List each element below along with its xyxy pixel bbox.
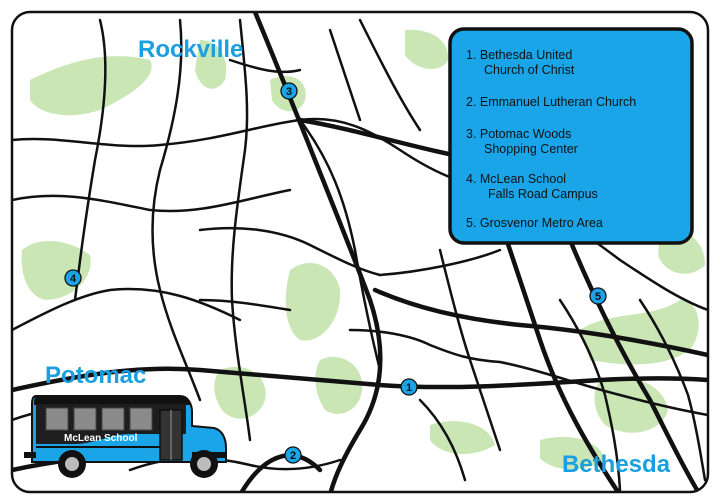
legend-item-1-line-1: 1. Bethesda United — [466, 48, 572, 62]
marker-5[interactable]: 5 — [589, 287, 607, 305]
marker-1-label: 1 — [406, 382, 412, 394]
marker-5-label: 5 — [595, 291, 601, 303]
legend-item-3-line-1: 3. Potomac Woods — [466, 127, 571, 141]
city-label-potomac: Potomac — [45, 362, 146, 389]
legend-item-4-line-1: 4. McLean School — [466, 172, 566, 186]
city-label-bethesda: Bethesda — [562, 451, 671, 478]
legend-box: 1. Bethesda United Church of Christ 2. E… — [448, 27, 694, 245]
legend-item-5: 5. Grosvenor Metro Area — [466, 216, 603, 230]
marker-4[interactable]: 4 — [64, 269, 82, 287]
legend-item-1-line-2: Church of Christ — [484, 63, 575, 77]
minor-roads — [12, 18, 708, 492]
marker-3[interactable]: 3 — [280, 82, 298, 100]
legend-item-3-line-2: Shopping Center — [484, 142, 578, 156]
school-bus-icon: McLean School — [24, 395, 227, 478]
marker-2[interactable]: 2 — [284, 446, 302, 464]
marker-3-label: 3 — [286, 86, 292, 98]
marker-4-label: 4 — [70, 273, 77, 285]
legend-item-2: 2. Emmanuel Lutheran Church — [466, 95, 636, 109]
legend-item-4-line-2: Falls Road Campus — [488, 187, 598, 201]
marker-2-label: 2 — [290, 450, 296, 462]
marker-1[interactable]: 1 — [400, 378, 418, 396]
city-label-rockville: Rockville — [138, 36, 243, 63]
bus-label: McLean School — [64, 433, 138, 444]
